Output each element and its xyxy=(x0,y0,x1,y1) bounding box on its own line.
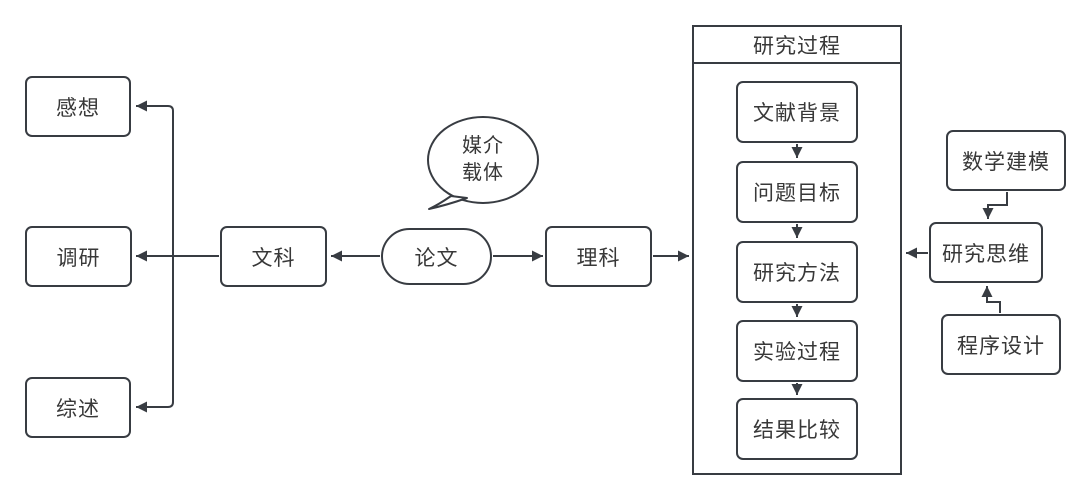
node-lunwen: 论文 xyxy=(381,228,492,285)
bubble-line: 媒介 xyxy=(462,135,504,157)
node-label: 文科 xyxy=(251,246,296,270)
process-step-2: 问题目标 xyxy=(736,161,858,223)
arrow-chengxu-to-siwei xyxy=(981,286,1001,313)
node-label: 理科 xyxy=(576,246,621,270)
process-step-1: 文献背景 xyxy=(736,81,858,143)
step-label: 文献背景 xyxy=(753,102,841,125)
arrow-branch-to-zongshu xyxy=(136,256,174,413)
node-label: 综述 xyxy=(56,397,100,421)
arrow-branch-to-ganxiang xyxy=(136,100,174,256)
node-siwei: 研究思维 xyxy=(929,222,1043,283)
bubble-line: 载体 xyxy=(462,162,504,184)
node-label: 感想 xyxy=(56,96,100,120)
step-label: 研究方法 xyxy=(753,262,841,285)
node-like: 理科 xyxy=(545,226,652,287)
node-label: 研究思维 xyxy=(942,242,1030,266)
node-zongshu: 综述 xyxy=(25,377,131,438)
step-label: 实验过程 xyxy=(753,341,841,364)
process-step-3: 研究方法 xyxy=(736,241,858,303)
node-label: 程序设计 xyxy=(957,334,1045,358)
node-label: 调研 xyxy=(56,246,101,270)
node-ganxiang: 感想 xyxy=(25,76,131,137)
process-step-5: 结果比较 xyxy=(736,398,858,460)
process-container: 研究过程 xyxy=(692,25,902,475)
arrow-shuxue-to-siwei xyxy=(982,192,1008,219)
process-step-4: 实验过程 xyxy=(736,320,858,382)
node-diaoyan: 调研 xyxy=(25,226,132,287)
node-chengxu: 程序设计 xyxy=(941,314,1061,375)
process-title-label: 研究过程 xyxy=(753,34,841,58)
node-label: 数学建模 xyxy=(962,150,1050,174)
process-container-title: 研究过程 xyxy=(694,27,900,64)
speech-bubble-text: 媒介 载体 xyxy=(433,120,533,200)
node-label: 论文 xyxy=(414,246,459,270)
speech-bubble-shape xyxy=(427,116,539,204)
node-shuxue: 数学建模 xyxy=(946,130,1066,191)
node-wenke: 文科 xyxy=(220,226,327,287)
step-label: 问题目标 xyxy=(753,182,841,205)
speech-bubble-tail xyxy=(428,195,468,210)
step-label: 结果比较 xyxy=(753,419,841,442)
